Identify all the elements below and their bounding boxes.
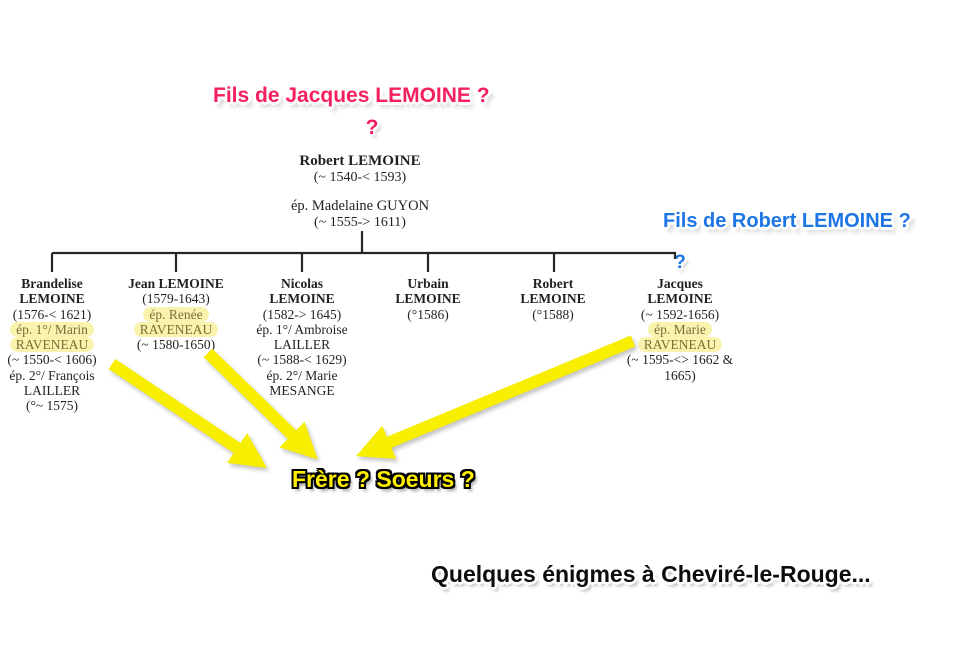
sibling-bar-line: [52, 251, 677, 259]
mother-name: ép. Madelaine GUYON: [290, 198, 430, 214]
dates-line: LAILLER: [273, 337, 331, 353]
spouse-highlight-line: ép. 1°/ Marin: [0, 321, 117, 338]
dates-line: (1582-> 1645): [262, 306, 342, 322]
child-name-line: LEMOINE: [520, 291, 586, 307]
dates-line: 1665): [664, 367, 696, 383]
dates-line: (~ 1592-1656): [640, 306, 720, 322]
father-name: Robert LEMOINE: [299, 153, 421, 169]
child-name-line: Jacques: [657, 276, 703, 291]
child-name-line: Nicolas: [281, 276, 323, 291]
arrow-from-jean: [203, 348, 318, 460]
dates-line: MESANGE: [269, 383, 335, 399]
parent-couple-block: Robert LEMOINE (~ 1540-< 1593) ép. Madel…: [250, 153, 470, 230]
headline-fils-de-jacques: Fils de Jacques LEMOINE ?: [213, 84, 490, 107]
child-name-line: Jean LEMOINE: [128, 276, 224, 291]
dates-line: LAILLER: [23, 383, 81, 399]
spouse-highlight-line: RAVENEAU: [111, 321, 241, 338]
child-name-line: LEMOINE: [395, 291, 461, 307]
highlight-marker: ép. 1°/ Marin: [10, 321, 94, 338]
dates-line: (~ 1550-< 1606): [7, 352, 97, 368]
father-dates: (~ 1540-< 1593): [313, 169, 407, 185]
dates-line: (~ 1580-1650): [136, 337, 216, 353]
spouse-highlight-line: RAVENEAU: [615, 337, 745, 353]
headline-fils-de-robert: Fils de Robert LEMOINE ?: [663, 210, 911, 232]
child-name-line: LEMOINE: [269, 291, 335, 307]
child-name-line: Robert: [532, 276, 574, 291]
spouse-highlight-line: ép. Renée: [111, 306, 241, 322]
dates-line: ép. 2°/ Marie: [266, 367, 338, 383]
spouse-highlight-line: ép. Marie: [615, 321, 745, 338]
dates-line: (1576-< 1621): [12, 306, 92, 322]
child-name-line: Brandelise: [21, 276, 83, 291]
highlight-marker: RAVENEAU: [133, 321, 219, 338]
dates-line: (~ 1588-< 1629): [257, 352, 347, 368]
dates-line: (1579-1643): [142, 291, 210, 307]
dates-line: ép. 1°/ Ambroise: [256, 321, 348, 337]
mother-dates: (~ 1555-> 1611): [314, 214, 406, 230]
child-name-line: LEMOINE: [19, 291, 85, 307]
spouse-highlight-line: RAVENEAU: [0, 337, 117, 353]
siblings-question-label: Frère ? Soeurs ?: [292, 466, 475, 492]
dates-line: (~ 1595-<> 1662 &: [626, 352, 734, 368]
child-name-line: Urbain: [407, 276, 449, 291]
highlight-marker: ép. Marie: [648, 321, 712, 338]
dates-line: (°1588): [532, 306, 574, 322]
dates-line: (°~ 1575): [25, 398, 79, 414]
bottom-caption: Quelques énigmes à Cheviré-le-Rouge...: [431, 561, 871, 587]
highlight-marker: RAVENEAU: [9, 337, 95, 353]
child-name-line: LEMOINE: [647, 291, 713, 307]
arrow-from-brandelise: [108, 359, 267, 469]
dates-line: (°1586): [407, 306, 449, 322]
highlight-marker: RAVENEAU: [637, 337, 723, 353]
highlight-marker: ép. Renée: [143, 306, 209, 322]
dates-line: ép. 2°/ François: [9, 367, 95, 383]
arrow-from-jacques: [356, 335, 636, 459]
pink-question-mark: ?: [365, 116, 379, 139]
blue-question-mark-jacques: ?: [674, 252, 686, 273]
